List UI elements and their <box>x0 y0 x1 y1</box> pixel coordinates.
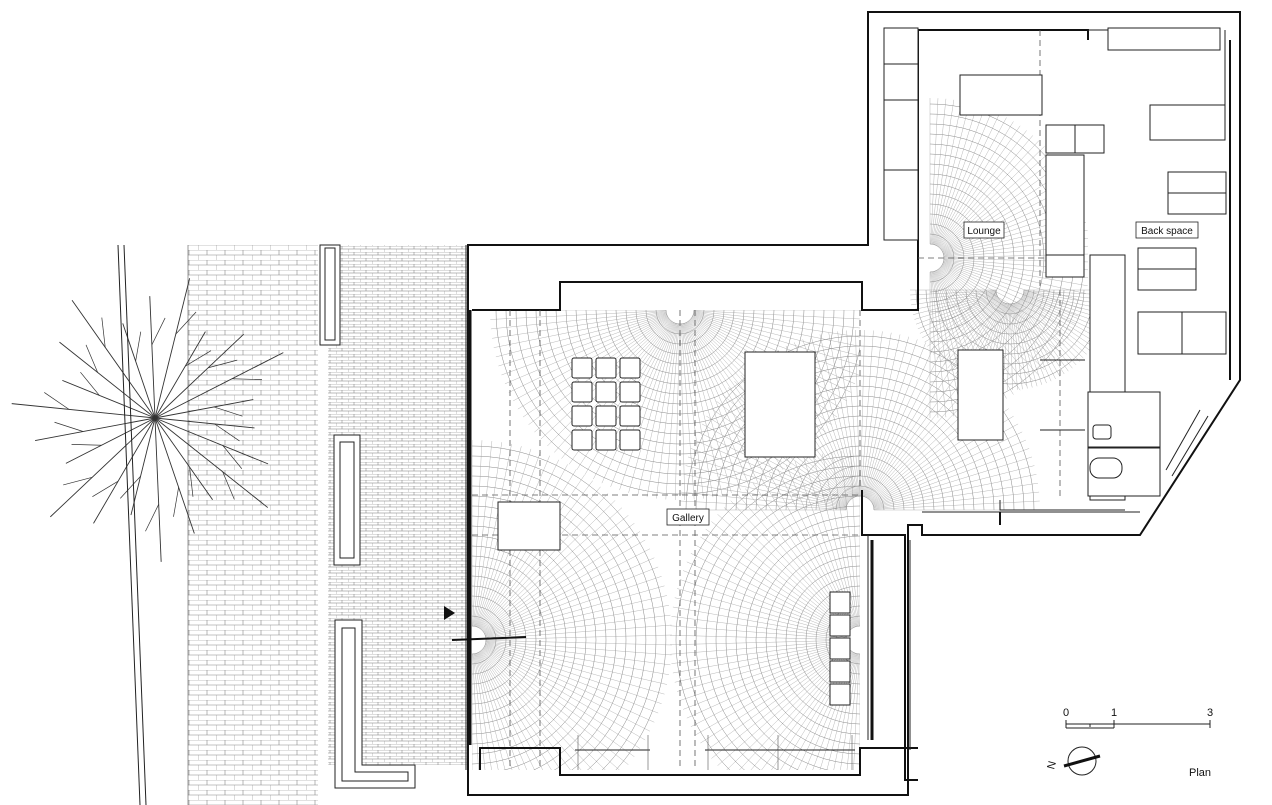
scale-tick-label-1: 1 <box>1111 707 1117 719</box>
svg-text:Back space: Back space <box>1141 226 1193 237</box>
room-label-lounge: Lounge <box>963 221 1005 239</box>
scale-bar: 0 1 3 <box>1063 707 1213 729</box>
tree-symbol <box>11 278 284 562</box>
room-label-back-space: Back space <box>1135 221 1199 239</box>
scale-tick-label-3: 3 <box>1207 707 1213 719</box>
drawing-title: Plan <box>1189 767 1211 779</box>
gallery-plinth <box>497 501 561 551</box>
street-planters <box>319 244 416 789</box>
svg-text:Lounge: Lounge <box>967 226 1001 237</box>
room-label-gallery: Gallery <box>666 508 710 526</box>
scale-tick-label-0: 0 <box>1063 707 1069 719</box>
sidewalk-paving <box>187 245 468 805</box>
north-arrow-icon: N <box>1045 746 1101 776</box>
entrance-arrow-icon <box>444 606 455 620</box>
north-label: N <box>1045 760 1059 771</box>
gallery-furniture <box>497 351 855 770</box>
gallery-table <box>744 351 816 458</box>
building-walls <box>451 11 1241 796</box>
svg-text:Gallery: Gallery <box>672 513 704 524</box>
lounge-furniture <box>883 27 1227 497</box>
